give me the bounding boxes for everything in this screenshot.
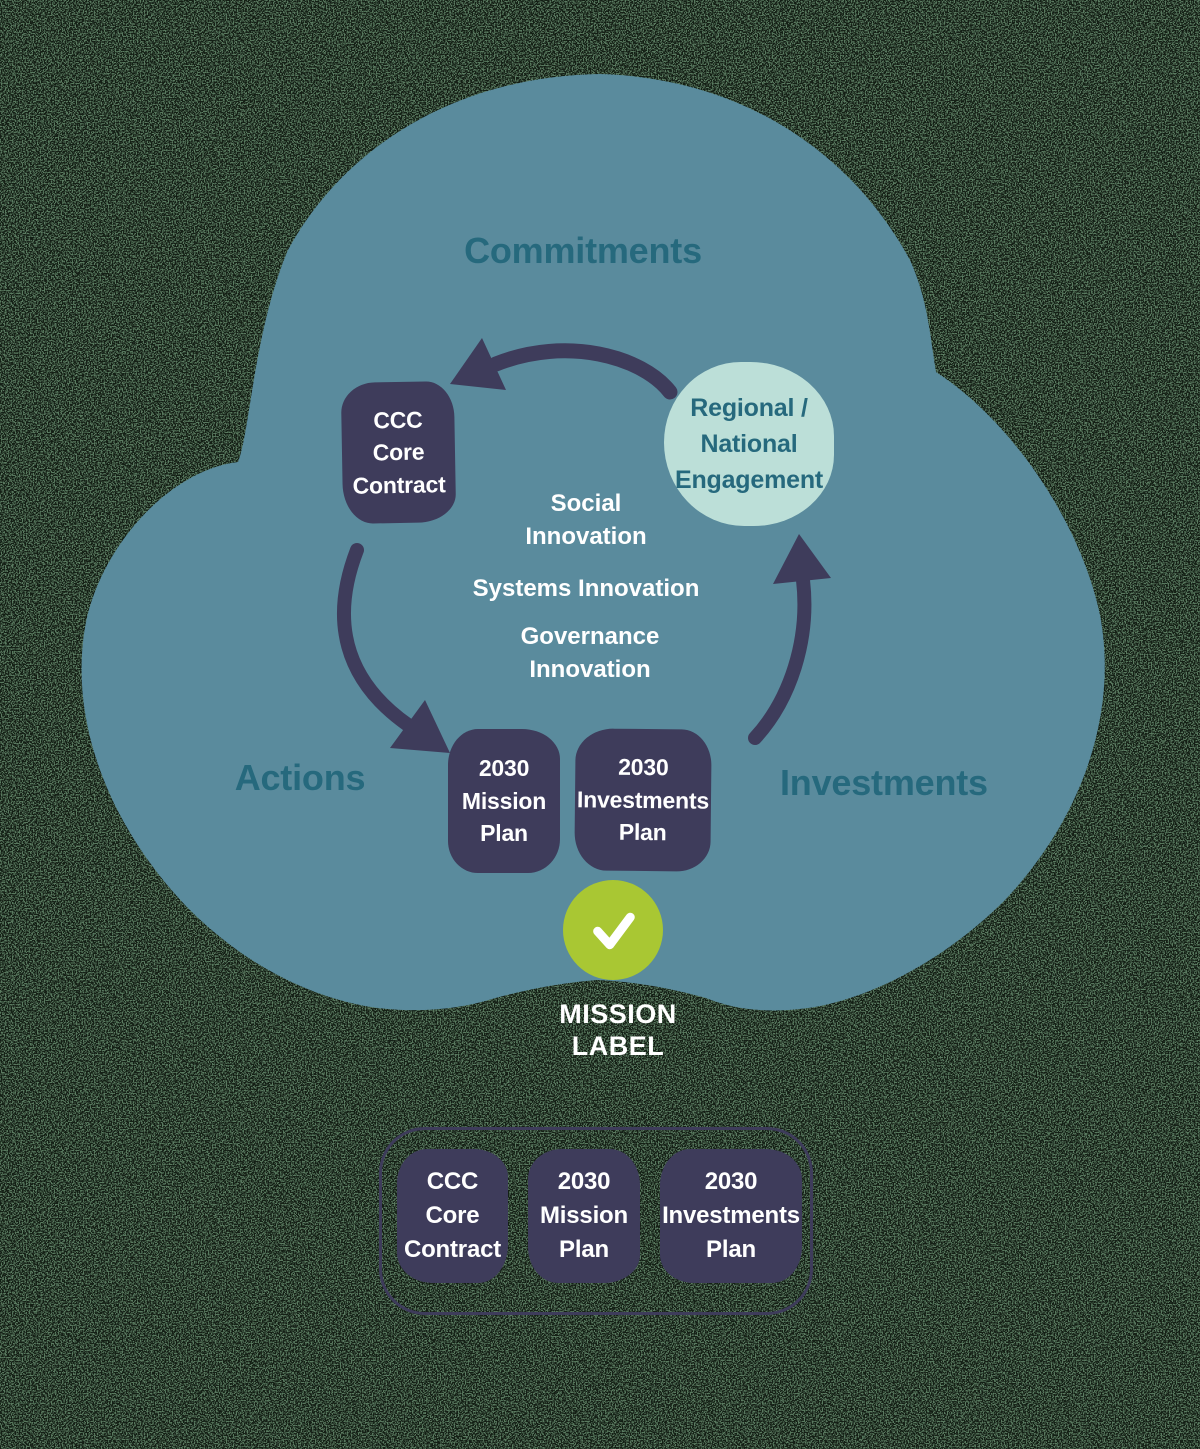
node-2030-mission-plan: 2030 Mission Plan bbox=[448, 729, 560, 873]
check-icon bbox=[593, 912, 635, 950]
legend-line: Investments bbox=[662, 1201, 800, 1229]
arrow-top-head bbox=[450, 338, 506, 390]
cycle-arrows bbox=[337, 343, 812, 745]
label-investments: Investments bbox=[780, 762, 988, 803]
mission-label-line: MISSION bbox=[559, 999, 677, 1029]
node-line: Plan bbox=[618, 819, 667, 846]
legend-box-2030-mission-plan: 2030 Mission Plan bbox=[528, 1149, 640, 1283]
center-text-line: Innovation bbox=[529, 656, 651, 684]
arrow-right-head bbox=[773, 534, 831, 584]
arrow-top-curve bbox=[488, 343, 678, 400]
node-line: CCC bbox=[373, 406, 423, 433]
arrow-right-curve bbox=[748, 573, 812, 745]
legend-line: Contract bbox=[403, 1236, 502, 1264]
center-text-line: Systems Innovation bbox=[472, 575, 700, 602]
node-2030-investments-plan: 2030 Investments Plan bbox=[574, 728, 712, 872]
node-line: 2030 bbox=[478, 755, 530, 782]
node-line: Mission bbox=[461, 787, 547, 814]
legend-line: Plan bbox=[706, 1236, 756, 1264]
node-ccc-core-contract: CCC Core Contract bbox=[340, 381, 457, 524]
legend-line: Plan bbox=[559, 1236, 609, 1264]
node-line: Plan bbox=[480, 820, 528, 847]
node-line: Contract bbox=[352, 471, 446, 499]
node-regional-national-engagement: Regional / National Engagement bbox=[664, 362, 834, 526]
legend-panel bbox=[379, 1127, 813, 1315]
node-line: National bbox=[700, 429, 798, 458]
center-text-line: Innovation bbox=[525, 523, 647, 551]
legend-line: Core bbox=[425, 1201, 480, 1229]
cycle-arrowheads bbox=[390, 338, 831, 753]
node-line: Engagement bbox=[674, 466, 824, 495]
label-actions: Actions bbox=[234, 757, 366, 798]
arrow-left-curve bbox=[337, 543, 415, 732]
node-line: Core bbox=[372, 438, 425, 466]
cloud-shape bbox=[81, 74, 1105, 1011]
legend-line: 2030 bbox=[557, 1167, 611, 1195]
center-text-line: Governance bbox=[520, 623, 660, 650]
legend-box-ccc-core-contract: CCC Core Contract bbox=[397, 1149, 508, 1283]
mission-label-badge bbox=[563, 880, 663, 980]
legend-line: 2030 bbox=[704, 1167, 758, 1195]
legend-box-2030-investments-plan: 2030 Investments Plan bbox=[660, 1149, 802, 1283]
legend-line: CCC bbox=[426, 1167, 479, 1195]
center-text-systems-innovation: Systems Innovation bbox=[436, 572, 736, 605]
mission-label-line: LABEL bbox=[571, 1031, 665, 1062]
node-line: 2030 bbox=[618, 753, 669, 781]
label-commitments: Commitments bbox=[464, 230, 702, 271]
node-line: Investments bbox=[576, 785, 710, 814]
node-line: Regional / bbox=[690, 393, 808, 422]
center-text-social-innovation: Social Innovation bbox=[486, 487, 686, 553]
arrow-left-head bbox=[390, 700, 450, 753]
center-text-governance-innovation: Governance Innovation bbox=[486, 620, 694, 686]
legend-line: Mission bbox=[540, 1201, 628, 1229]
center-text-line: Social bbox=[550, 490, 622, 517]
mission-label-text: MISSION LABEL bbox=[518, 998, 718, 1063]
